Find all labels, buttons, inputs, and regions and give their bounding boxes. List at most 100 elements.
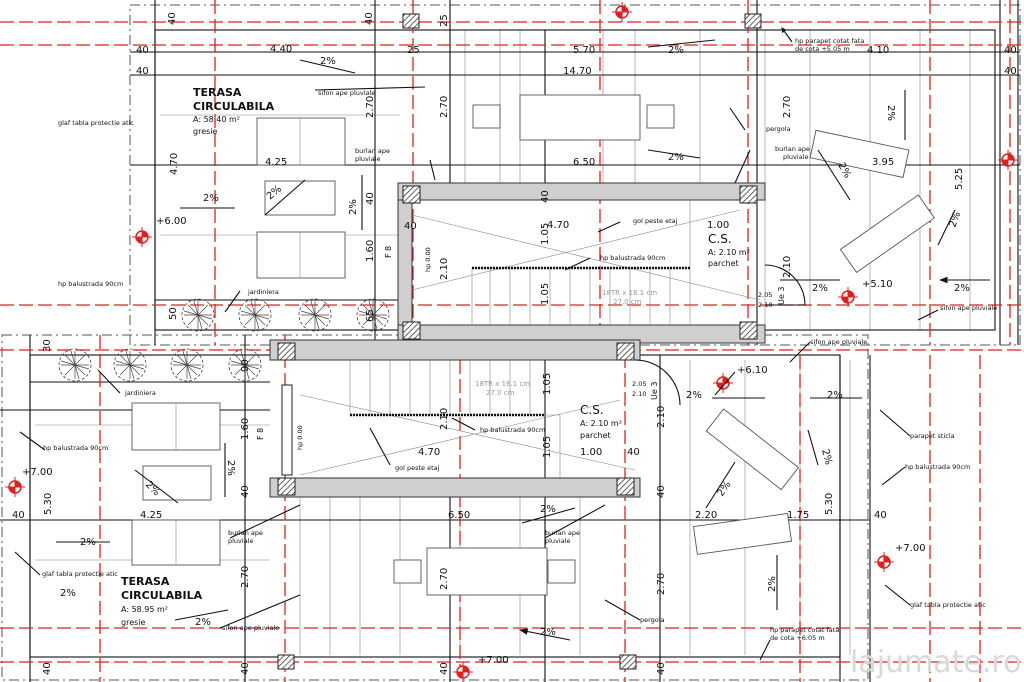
elevation-label: +7.00 [22,467,53,478]
note: sifon ape pluviale [222,624,279,632]
dimension: 2.70 [365,96,376,118]
note: F 8 [384,246,393,258]
note: jardiniera [247,288,279,296]
note: burlan ape [775,145,810,153]
dimension: 1.60 [240,418,251,440]
dimension: 3.95 [872,157,894,168]
note: hp parapet cotat fata [795,37,864,45]
dimension: 14.70 [563,66,592,77]
slope-arrows [14,28,990,661]
dimension: 2.05 [758,291,772,299]
dimension: 40 [364,12,375,25]
dimension: 2.05 [632,380,646,388]
dimension: 2.20 [695,510,717,521]
stair-spec: 18TR x 16.1 cm [475,380,530,388]
elevation-label: +7.00 [478,655,509,666]
dimension: 40 [136,45,149,56]
note: F 8 [256,428,265,440]
dimension: 40 [240,485,251,498]
dimension: 50 [168,307,179,320]
dimension: 1.05 [542,373,553,395]
dimension: 5.70 [573,45,595,56]
elevation-label: +7.00 [895,543,926,554]
slope-label: 2% [60,588,76,599]
dimension: 6.50 [448,510,470,521]
slope-label: 2% [80,537,96,548]
note: glaf tabla protectie atic [42,570,118,578]
dimension: 40 [1004,66,1017,77]
note: pluviale [355,155,381,163]
dimension: 5.25 [954,168,965,190]
slope-label: 2% [668,152,684,163]
note: hp balustrada 90cm [480,426,545,434]
note: burlan ape [228,529,263,537]
stair-tread: 27.0 cm [486,389,515,397]
dimension: 40 [12,510,25,521]
dimension: 1.05 [542,436,553,458]
note: hp balustrada 90cm [600,254,665,262]
dimension: 4.40 [270,44,292,55]
dimension: 5.30 [824,493,835,515]
dimension: 4.25 [265,157,287,168]
slope-label: 2% [947,210,963,229]
dimension: 2.10 [439,408,450,430]
room-name: TERASA [193,86,242,99]
room-name: TERASA [121,575,170,588]
elevation-label: +6.00 [156,216,187,227]
note: de cota +5.05 m [795,45,850,53]
dimension: 2.10 [782,256,793,278]
room-finish: gresie [121,618,146,627]
dimension: 4.70 [169,153,180,175]
dimension: 4.25 [140,510,162,521]
note: hp 0.00 [424,247,432,272]
dimension: 5.30 [43,493,54,515]
watermark: lajumate.ro [850,645,1021,680]
dimension: 2.10 [439,258,450,280]
room-area: A: 58.95 m² [121,605,168,614]
room-finish: gresie [193,127,218,136]
note: pluviale [783,153,809,161]
dimension: 2.10 [758,301,772,309]
dimension: 2.70 [439,568,450,590]
dimension: 4.70 [547,220,569,231]
slope-label: 2% [320,56,336,67]
slope-label: 2% [668,45,684,56]
note: hp balustrada 90cm [905,463,970,471]
dimension: 40 [1004,45,1017,56]
note: hp balustrada 90cm [43,444,108,452]
cs-name: C.S. [580,403,604,417]
cs-name: C.S. [708,232,732,246]
note: burlan ape [355,147,390,155]
dimension: 40 [439,662,450,675]
slope-label: 2% [819,448,834,466]
upper-terrace-labels: TERASA CIRCULABILA A: 58.40 m² gresie +6… [58,12,1017,322]
dimension: 40 [167,12,178,25]
dimension: 40 [240,662,251,675]
dimension: 6.50 [573,157,595,168]
dimension: 40 [136,66,149,77]
elevation-label: +5.10 [862,279,893,290]
note: pergola [766,125,791,133]
note: parapet sticla [910,432,955,440]
dimension: 1.60 [365,240,376,262]
dimension: 2.70 [240,566,251,588]
note: burlan ape [545,529,580,537]
slope-label: 2% [954,283,970,294]
stair-spec: 18TR x 16.1 cm [602,289,657,297]
door-label: Ue 3 [777,287,786,305]
note: gol peste etaj [395,464,440,472]
dimension: 1.05 [540,283,551,305]
elevation-label: +6.10 [737,365,768,376]
room-name: CIRCULABILA [121,589,203,602]
note: glaf tabla protectie atic [910,601,986,609]
note: pergola [640,616,665,624]
dimension: 40 [42,662,53,675]
slope-label: 2% [225,460,236,476]
note: gol peste etaj [633,217,678,225]
cs-area: A: 2.10 m² [580,419,622,428]
dimension: 2.10 [656,406,667,428]
slope-label: 2% [203,193,219,204]
note: sifon ape pluviale [318,89,375,97]
